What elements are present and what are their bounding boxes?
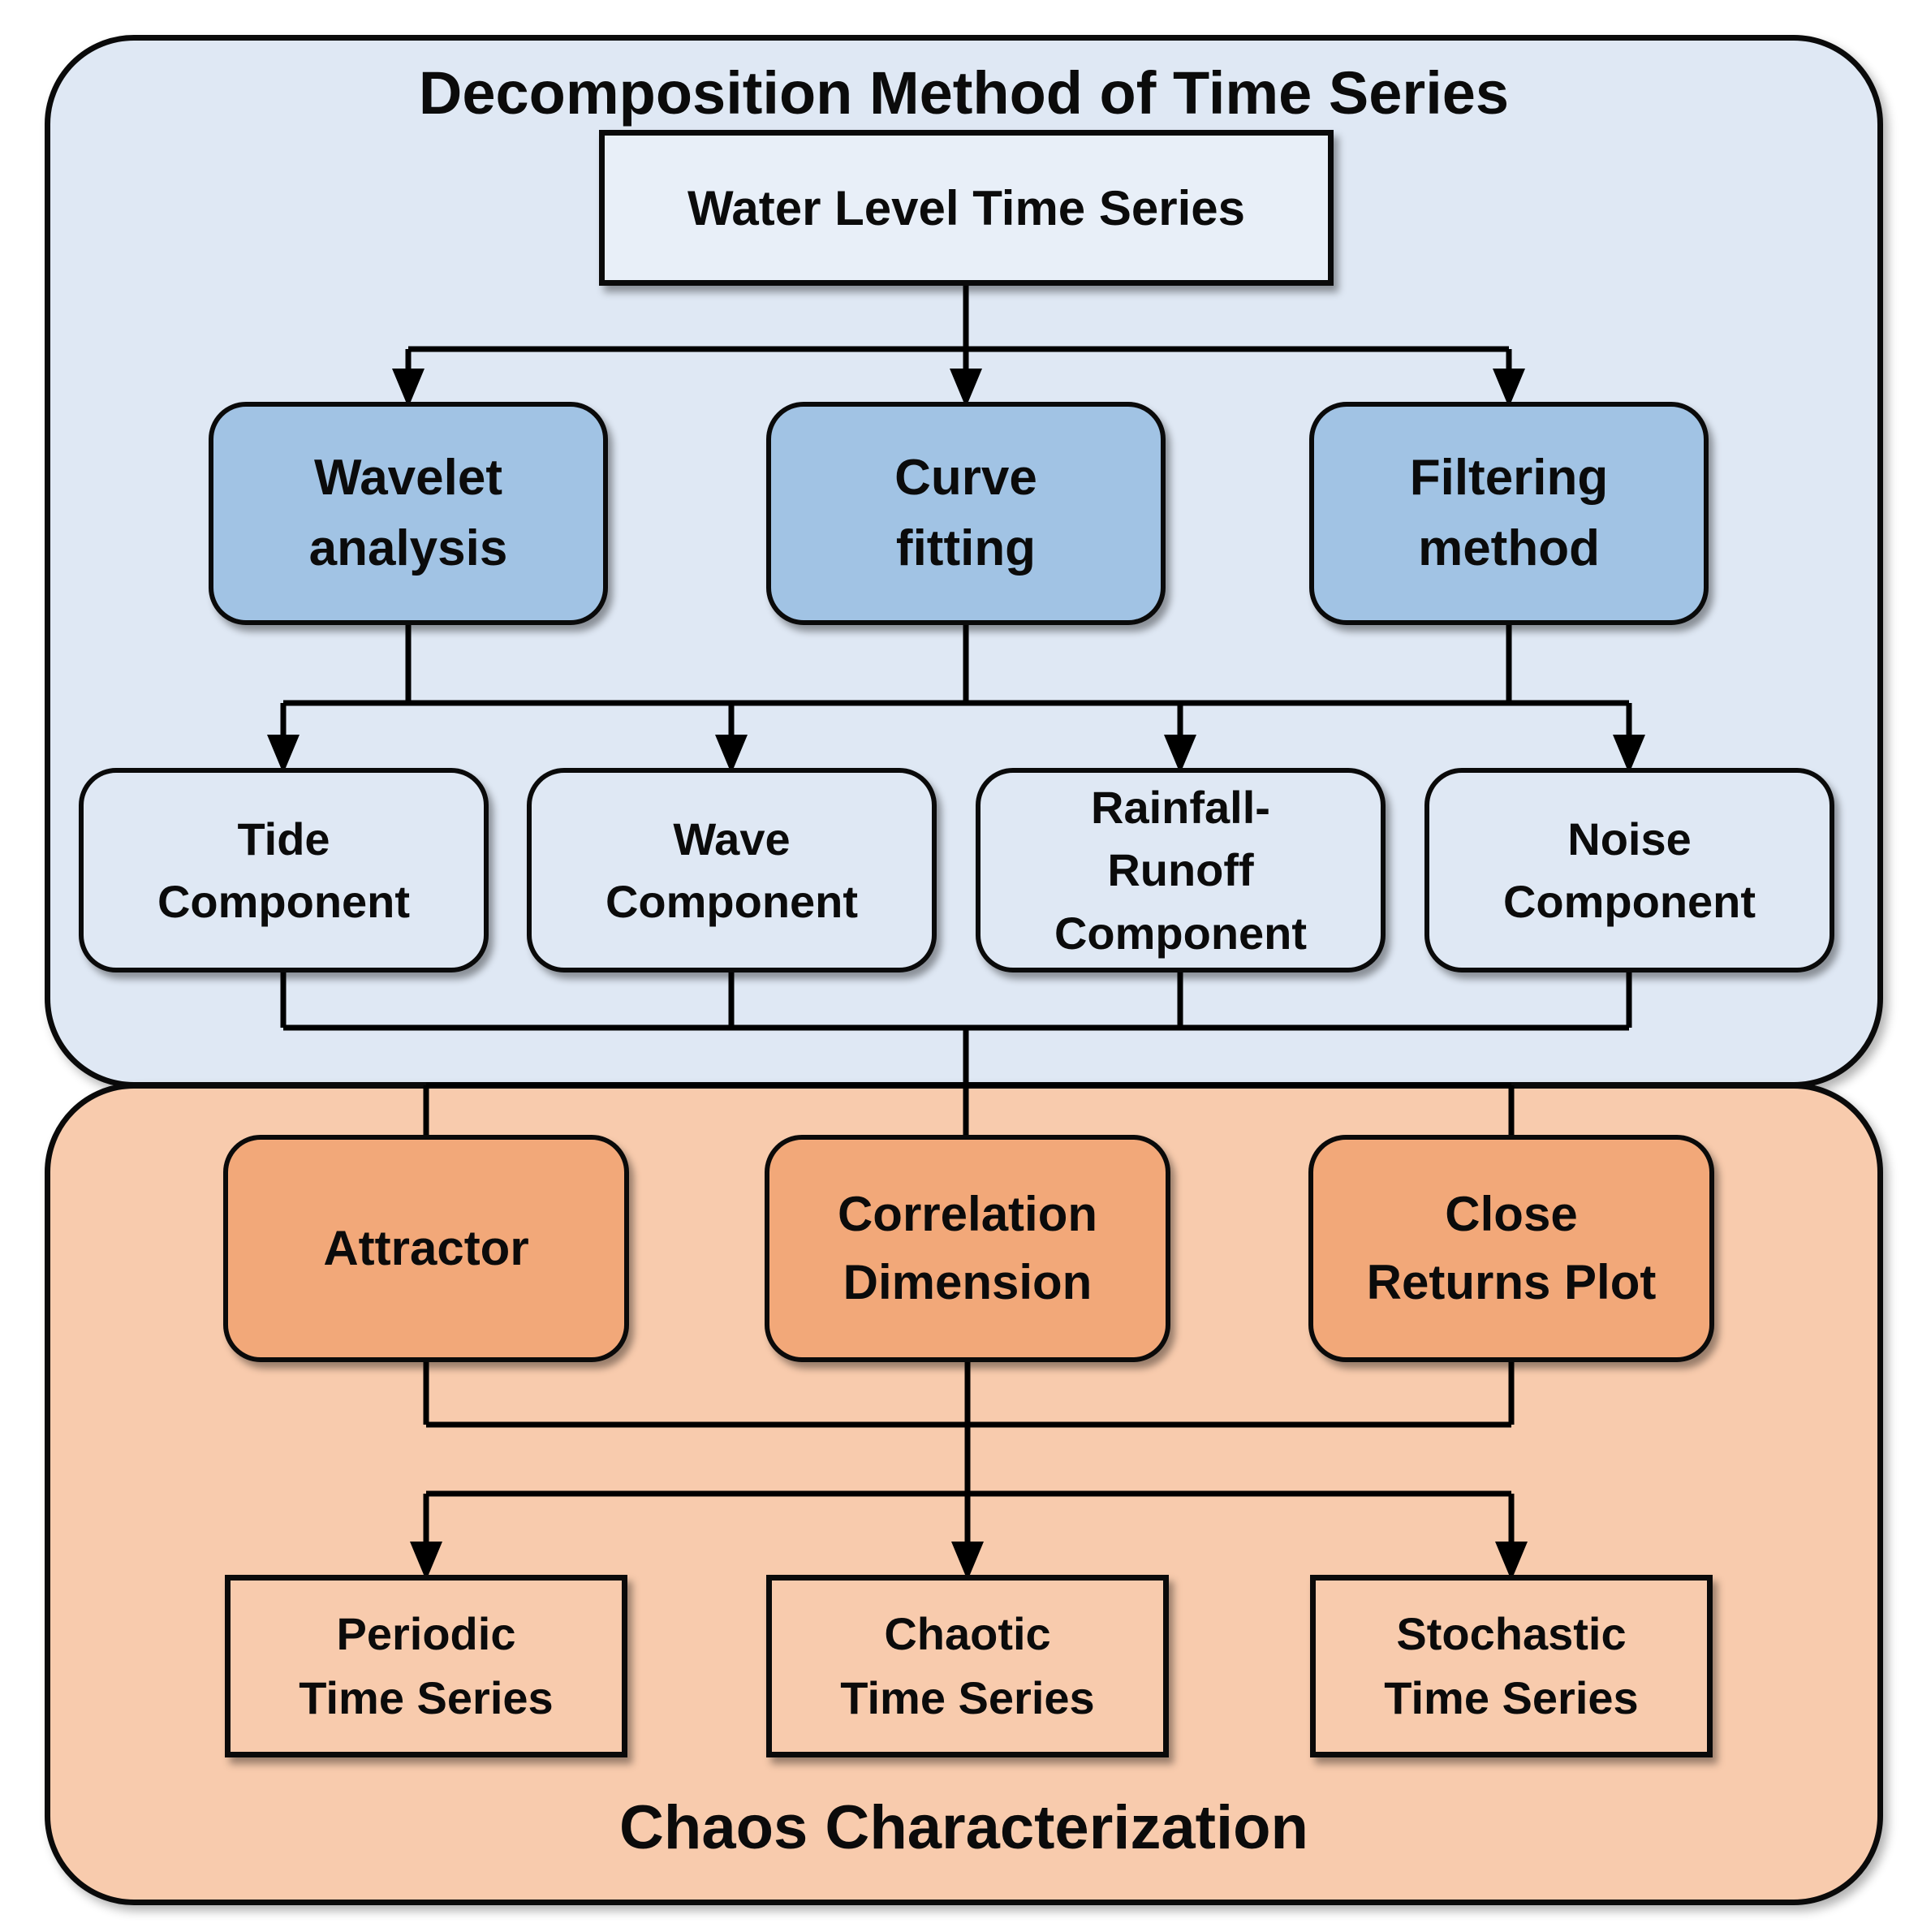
node-periodic-time-series: Periodic Time Series	[225, 1575, 627, 1757]
node-attractor: Attractor	[223, 1135, 629, 1362]
node-stochastic-time-series: Stochastic Time Series	[1310, 1575, 1713, 1757]
node-correlation-dimension: Correlation Dimension	[765, 1135, 1170, 1362]
node-wave-component: Wave Component	[527, 768, 937, 972]
node-close-returns-plot: Close Returns Plot	[1308, 1135, 1714, 1362]
node-water-level-time-series: Water Level Time Series	[599, 130, 1334, 286]
node-chaotic-time-series: Chaotic Time Series	[766, 1575, 1169, 1757]
node-tide-component: Tide Component	[79, 768, 489, 972]
decomposition-section-title: Decomposition Method of Time Series	[418, 59, 1510, 127]
chaos-section-title: Chaos Characterization	[619, 1793, 1308, 1862]
node-rainfall-runoff-component: Rainfall- Runoff Component	[976, 768, 1386, 972]
node-filtering-method: Filtering method	[1309, 402, 1709, 625]
node-curve-fitting: Curve fitting	[766, 402, 1166, 625]
arrowheads	[267, 369, 1645, 1581]
node-wavelet-analysis: Wavelet analysis	[209, 402, 608, 625]
node-noise-component: Noise Component	[1424, 768, 1834, 972]
